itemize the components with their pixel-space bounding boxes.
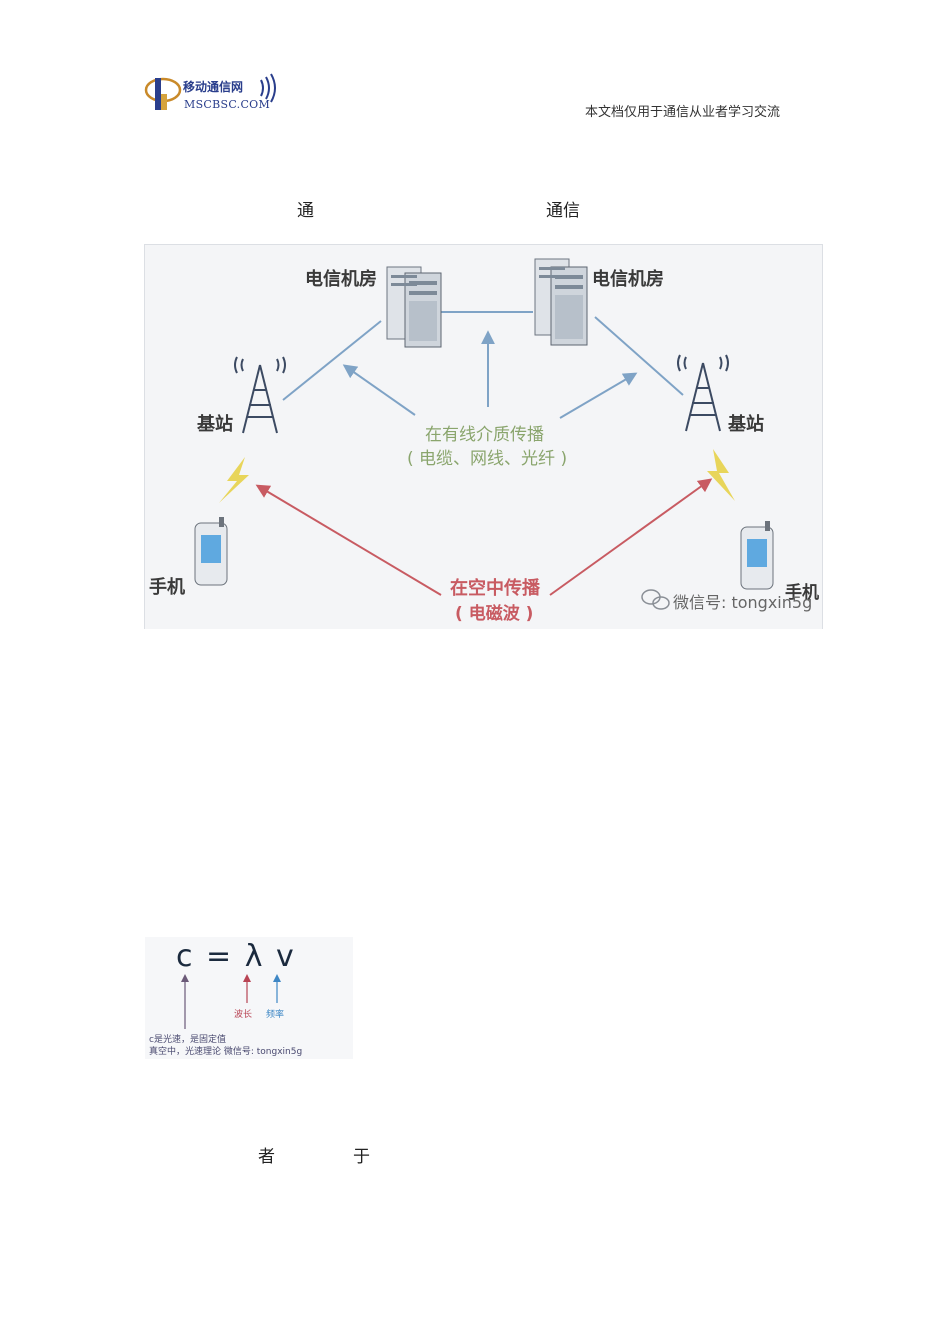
logo-emblem-icon [144, 73, 276, 110]
logo-name: 移动通信网 [183, 80, 244, 94]
label-base-station-left: 基站 [197, 414, 233, 435]
text-fragment-bottom-left: 者 [258, 1147, 275, 1167]
base-station-right-icon [677, 354, 729, 432]
label-base-station-right: 基站 [728, 414, 764, 435]
label-wavelength: 波长 [234, 1010, 253, 1020]
text-fragment-top-right: 通信 [546, 201, 580, 221]
formula-equation: c = λ v [176, 939, 296, 974]
base-station-left-icon [234, 356, 286, 434]
wired-arrow-right [559, 372, 638, 419]
link-left-station-room [282, 320, 382, 401]
signal-bolt-left-icon [219, 457, 249, 503]
text-fragment-top-left: 通 [297, 201, 314, 221]
label-wired-media: ( 电缆、网线、光纤 ) [407, 449, 568, 469]
watermark-wechat-id: 微信号: tongxin5g [673, 593, 813, 612]
label-air-propagation: 在空中传播 [450, 578, 540, 599]
label-frequency: 频率 [266, 1010, 285, 1020]
mobile-phone-right-icon [740, 521, 774, 590]
wave-formula-image: c = λ v 波长 频率 c是光速，是固定值 真空中，光速理论 微信号: to… [145, 937, 353, 1059]
network-diagram: 电信机房 电信机房 基站 基站 手机 手机 在有线介质传播 ( 电缆、网线、光纤… [144, 244, 823, 629]
text-fragment-bottom-right: 于 [353, 1147, 370, 1167]
wired-arrow-left [342, 364, 416, 416]
wechat-icon [641, 589, 670, 610]
logo-domain: MSCBSC.COM [184, 98, 271, 111]
link-right-station-room [594, 316, 684, 396]
label-electromagnetic-wave: ( 电磁波 ) [455, 604, 534, 624]
label-wired-propagation: 在有线介质传播 [425, 425, 544, 445]
air-arrow-left [255, 484, 442, 596]
server-rack-left-icon [386, 266, 442, 348]
label-phone-right: 手机 [785, 583, 819, 603]
label-telecom-room-left: 电信机房 [305, 269, 377, 290]
air-arrow-right [549, 478, 713, 596]
header-note: 本文档仅用于通信从业者学习交流 [585, 105, 781, 120]
formula-note-line1: c是光速，是固定值 [149, 1035, 226, 1045]
signal-bolt-right-icon [707, 449, 735, 501]
server-rack-right-icon [534, 258, 588, 346]
site-logo [143, 68, 293, 116]
label-telecom-room-right: 电信机房 [592, 269, 664, 290]
mobile-phone-left-icon [194, 517, 228, 586]
formula-note-line2: 真空中，光速理论 微信号: tongxin5g [149, 1047, 303, 1057]
label-phone-left: 手机 [149, 577, 185, 598]
